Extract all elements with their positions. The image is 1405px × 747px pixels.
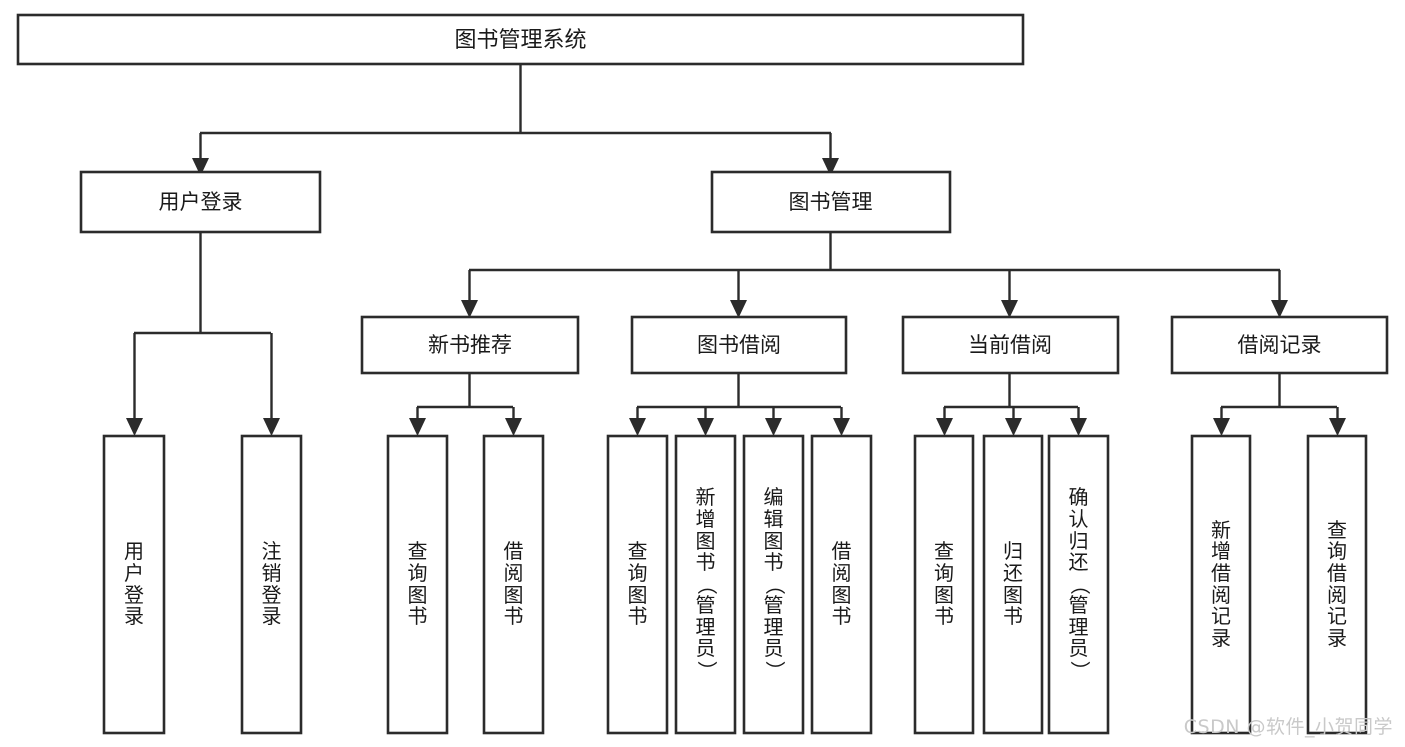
- arrowhead-current-borrow: [1001, 300, 1018, 318]
- arrowhead-leaf-5: [629, 418, 646, 436]
- node-user-login[interactable]: 用户登录: [79, 170, 322, 234]
- arrowhead-borrow-record: [1271, 300, 1288, 318]
- node-current-borrow-box[interactable]: [901, 315, 1120, 375]
- leaf-box-9[interactable]: [913, 434, 975, 735]
- connector-group-current-borrow: [936, 373, 1087, 436]
- arrowhead-leaf-8: [833, 418, 850, 436]
- arrowhead-new-book: [461, 300, 478, 318]
- arrowhead-leaf-13: [1329, 418, 1346, 436]
- node-new-book-recommend-label: 新书推荐: [428, 333, 512, 357]
- connector-group-new-book: [409, 373, 522, 436]
- connector-group-borrow-record: [1213, 373, 1346, 436]
- node-user-login-box[interactable]: [79, 170, 322, 234]
- node-book-borrow-label: 图书借阅: [697, 333, 781, 357]
- node-root-label: 图书管理系统: [454, 28, 586, 53]
- node-root[interactable]: 图书管理系统: [16, 13, 1025, 66]
- arrowhead-leaf-7: [765, 418, 782, 436]
- leaf-box-3[interactable]: [386, 434, 449, 735]
- leaf-box-12[interactable]: [1190, 434, 1252, 735]
- leaf-box-group: [102, 434, 1368, 735]
- arrowhead-leaf-1: [126, 418, 143, 436]
- arrowhead-leaf-12: [1213, 418, 1230, 436]
- connector-group-book-mgmt: [461, 232, 1288, 318]
- watermark-text: CSDN @软件_小贺同学: [1183, 716, 1393, 738]
- leaf-box-11[interactable]: [1047, 434, 1110, 735]
- leaf-box-4[interactable]: [482, 434, 545, 735]
- node-borrow-record-box[interactable]: [1170, 315, 1389, 375]
- node-new-book-recommend[interactable]: 新书推荐: [360, 315, 580, 375]
- leaf-box-5[interactable]: [606, 434, 669, 735]
- arrowhead-leaf-3: [409, 418, 426, 436]
- arrowhead-user-login: [192, 158, 209, 176]
- node-book-borrow[interactable]: 图书借阅: [630, 315, 848, 375]
- node-new-book-recommend-box[interactable]: [360, 315, 580, 375]
- node-current-borrow-label: 当前借阅: [968, 333, 1052, 357]
- node-book-management[interactable]: 图书管理: [710, 170, 952, 234]
- node-root-box[interactable]: [16, 13, 1025, 66]
- node-borrow-record-label: 借阅记录: [1238, 333, 1322, 357]
- connector-group-user-login: [126, 232, 280, 436]
- arrowhead-leaf-10: [1005, 418, 1022, 436]
- node-borrow-record[interactable]: 借阅记录: [1170, 315, 1389, 375]
- arrowhead-leaf-4: [505, 418, 522, 436]
- leaf-box-7[interactable]: [742, 434, 805, 735]
- arrowhead-leaf-9: [936, 418, 953, 436]
- connector-group-book-borrow: [629, 373, 850, 436]
- arrowhead-leaf-6: [697, 418, 714, 436]
- leaf-box-6[interactable]: [674, 434, 737, 735]
- arrowhead-leaf-2: [263, 418, 280, 436]
- node-user-login-label: 用户登录: [159, 190, 243, 214]
- arrowhead-book-borrow: [730, 300, 747, 318]
- connector-group-root: [192, 64, 839, 176]
- node-book-management-box[interactable]: [710, 170, 952, 234]
- arrowhead-leaf-11: [1070, 418, 1087, 436]
- node-book-management-label: 图书管理: [789, 190, 873, 214]
- leaf-box-8[interactable]: [810, 434, 873, 735]
- arrowhead-book-mgmt: [822, 158, 839, 176]
- leaf-box-1[interactable]: [102, 434, 166, 735]
- node-current-borrow[interactable]: 当前借阅: [901, 315, 1120, 375]
- leaf-box-10[interactable]: [982, 434, 1044, 735]
- leaf-box-13[interactable]: [1306, 434, 1368, 735]
- leaf-box-2[interactable]: [240, 434, 303, 735]
- node-book-borrow-box[interactable]: [630, 315, 848, 375]
